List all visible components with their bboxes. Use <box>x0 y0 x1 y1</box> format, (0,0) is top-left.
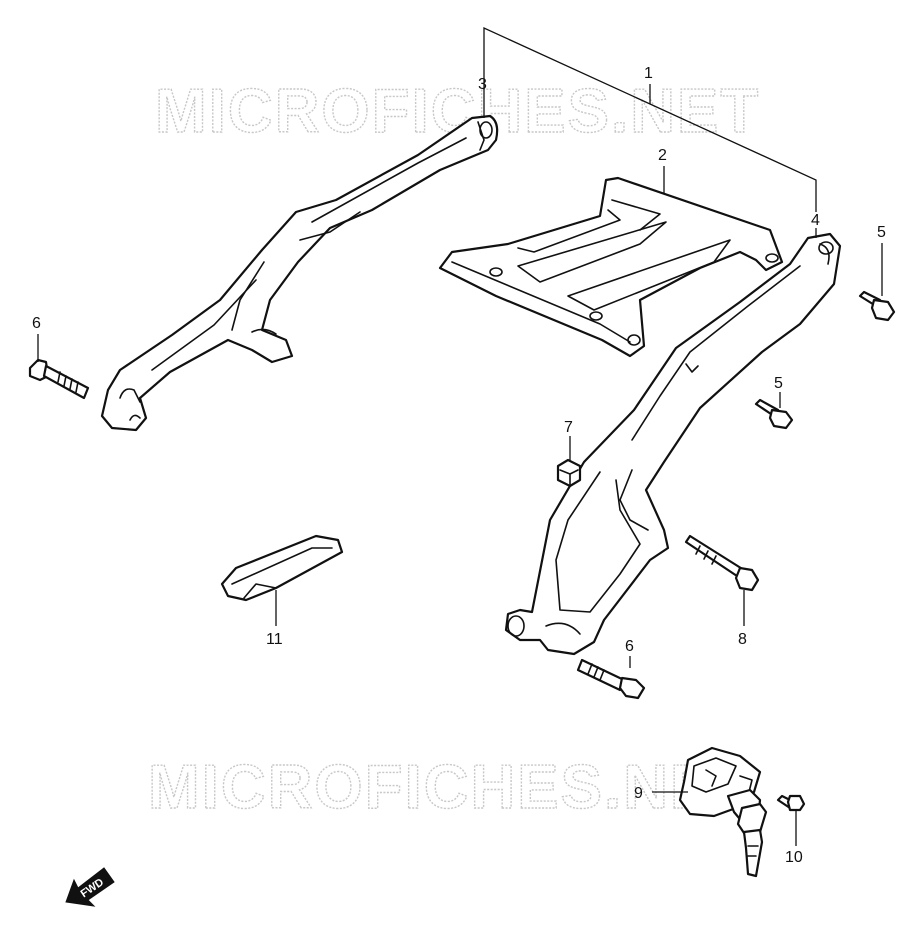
part-7-nut[interactable] <box>556 458 582 488</box>
watermark-top: MICROFICHES.NET <box>155 77 760 146</box>
part-2-carrier-plate[interactable] <box>438 176 784 358</box>
callout-11: 11 <box>266 631 283 648</box>
callout-1: 1 <box>644 65 653 82</box>
part-5-middle-bolt[interactable] <box>754 398 794 430</box>
part-11-strap[interactable] <box>220 534 344 602</box>
watermark-bottom: MICROFICHES.NET <box>148 753 753 822</box>
callout-4: 4 <box>811 212 820 229</box>
part-3-left-rail[interactable] <box>100 114 499 432</box>
callout-3: 3 <box>478 76 487 93</box>
callouts: 1 2 3 4 5 5 6 6 7 8 9 10 11 <box>32 65 886 866</box>
callout-9: 9 <box>634 785 643 802</box>
callout-8: 8 <box>738 631 747 648</box>
fwd-arrow: FWD <box>65 867 115 907</box>
part-9-lock[interactable] <box>678 746 768 878</box>
callout-5-middle: 5 <box>774 375 783 392</box>
callout-5-top: 5 <box>877 224 886 241</box>
part-6-left-bolt[interactable] <box>28 358 90 400</box>
callout-6-left: 6 <box>32 315 41 332</box>
callout-2: 2 <box>658 147 667 164</box>
part-5-top-bolt[interactable] <box>858 290 896 322</box>
callout-6-right: 6 <box>625 638 634 655</box>
part-4-right-rail[interactable] <box>504 232 842 656</box>
part-8-long-bolt[interactable] <box>684 534 760 592</box>
callout-10: 10 <box>785 849 803 866</box>
callout-7: 7 <box>564 419 573 436</box>
part-10-screw[interactable] <box>776 794 806 812</box>
part-6-right-bolt[interactable] <box>576 658 646 700</box>
leader-lines <box>37 26 883 846</box>
